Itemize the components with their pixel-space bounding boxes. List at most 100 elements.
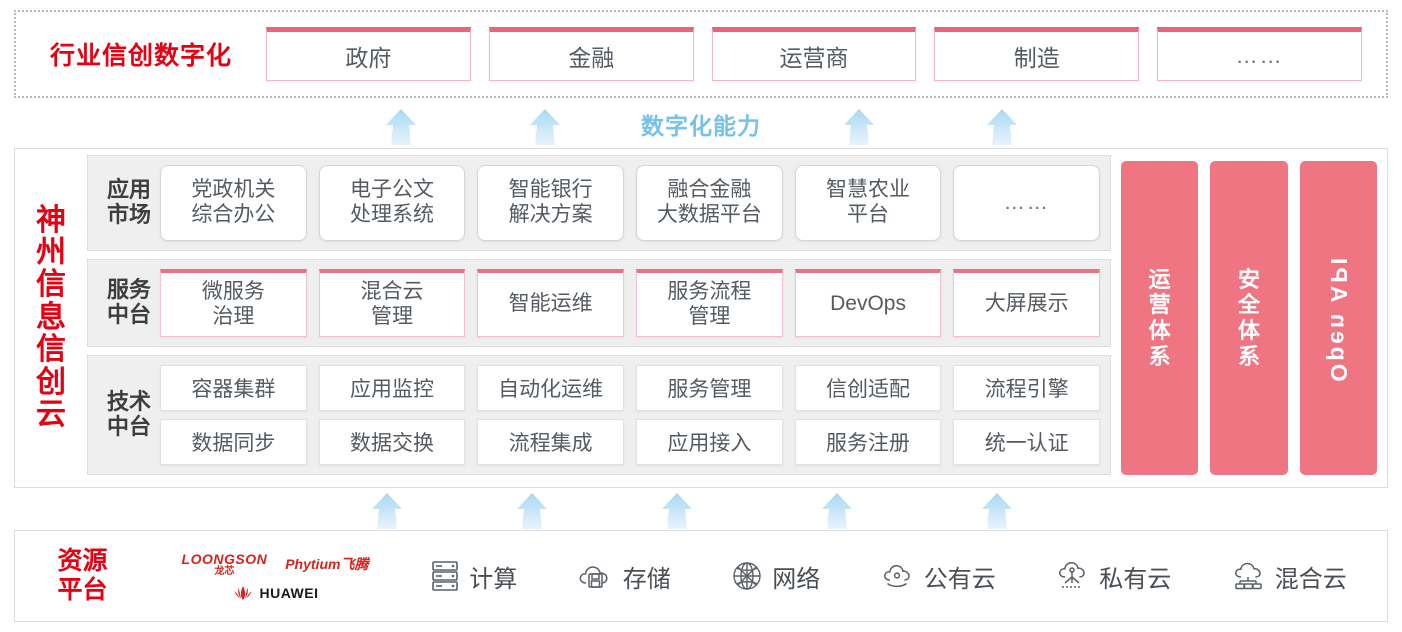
service-card-microservice-governance[interactable]: 微服务治理 [160,269,307,337]
resource-item-network[interactable]: 网络 [731,559,820,594]
up-arrow-icon [522,108,568,146]
resource-item-compute[interactable]: 计算 [430,559,517,594]
pillar-label: 安 全 体 系 [1238,267,1260,369]
server-rack-icon [430,559,460,593]
app-card-finance-bigdata[interactable]: 融合金融大数据平台 [636,165,783,241]
card-line: 大数据平台 [656,203,762,226]
public-cloud-icon [881,562,915,590]
industry-tab-government[interactable]: 政府 [266,27,471,81]
tech-card-automated-ops[interactable]: 自动化运维 [477,365,625,411]
resource-item-label: 计算 [469,565,518,593]
pillar-open-api[interactable]: Open API [1299,161,1377,475]
loongson-logo: LOONGSON 龙芯 [182,552,268,577]
pillar-label: 运 营 体 系 [1149,267,1171,369]
tech-card-data-exchange[interactable]: 数据交换 [318,419,466,465]
pillar-security-system[interactable]: 安 全 体 系 [1210,161,1288,475]
band-app-market: 应用 市场 党政机关综合办公 电子公文处理系统 智能银行解决方案 [87,155,1111,251]
app-card-smart-bank[interactable]: 智能银行解决方案 [477,165,625,241]
band-label-service-platform: 服务 中台 [98,278,160,327]
app-card-government-office[interactable]: 党政机关综合办公 [160,165,307,241]
cloud-title-char: 云 [36,397,66,431]
cloud-storage-icon [578,561,614,591]
resource-item-hybrid-cloud[interactable]: 混合云 [1232,559,1347,594]
cloud-title-char: 息 [36,300,66,334]
band-label-line: 应用 [106,177,151,203]
resource-item-public-cloud[interactable]: 公有云 [881,559,996,594]
app-card-smart-agriculture[interactable]: 智慧农业平台 [794,165,942,241]
service-card-hybrid-cloud-mgmt[interactable]: 混合云管理 [318,269,466,337]
pillar-char: 安 [1237,266,1260,292]
band-label-line: 技术 [106,389,151,415]
huawei-logo: HUAWEI [232,585,319,601]
resource-item-label: 公有云 [923,565,996,593]
cloud-title-char: 创 [36,365,66,399]
service-card-dashboard[interactable]: 大屏展示 [953,269,1101,337]
pillar-char: 体 [1148,318,1171,343]
industry-tab-manufacturing[interactable]: 制造 [934,27,1140,81]
up-arrow-icon [378,108,424,146]
private-cloud-icon [1056,561,1090,591]
card-line: 管理 [688,304,731,328]
band-label-tech-platform: 技术 中台 [98,390,160,439]
pillar-label: Open API [1325,254,1352,382]
tech-card-container-cluster[interactable]: 容器集群 [160,365,307,411]
industry-tab-finance[interactable]: 金融 [488,27,694,81]
side-pillars: 运 营 体 系 安 全 体 系 Open API [1119,155,1377,481]
cloud-platform-box: 神 州 信 息 信 创 云 应用 市场 党政机关综合办公 [14,148,1388,488]
card-line: 解决方案 [508,203,593,226]
card-line: 智能银行 [508,178,593,202]
up-arrow-icon [364,492,410,530]
cloud-title-char: 信 [36,268,66,302]
tech-card-process-integration[interactable]: 流程集成 [477,419,625,465]
tech-card-app-access[interactable]: 应用接入 [636,419,783,465]
industry-title: 行业信创数字化 [49,42,232,70]
tech-card-service-mgmt[interactable]: 服务管理 [636,365,783,411]
up-arrow-icon [836,108,882,146]
service-card-smart-ops[interactable]: 智能运维 [477,269,625,337]
tech-card-data-sync[interactable]: 数据同步 [160,419,307,465]
industry-tab-more[interactable]: …… [1157,27,1362,81]
industry-tab-list: 政府 金融 运营商 制造 …… [266,27,1386,81]
up-arrow-icon [654,492,700,530]
card-line: 综合办公 [191,203,276,226]
resource-uplink-band [14,488,1388,530]
resource-item-storage[interactable]: 存储 [578,559,671,594]
card-line: 管理 [371,304,413,328]
cloud-title-char: 信 [36,333,66,367]
service-card-process-mgmt[interactable]: 服务流程管理 [636,269,783,337]
band-label-app-market: 应用 市场 [98,178,160,227]
app-market-card-list: 党政机关综合办公 电子公文处理系统 智能银行解决方案 融合金融大数据平台 智慧农 [160,165,1101,241]
tech-card-xinchuang-adapt[interactable]: 信创适配 [794,365,942,411]
resource-item-label: 私有云 [1099,565,1172,593]
cloud-bands: 应用 市场 党政机关综合办公 电子公文处理系统 智能银行解决方案 [87,155,1111,481]
tech-card-service-registry[interactable]: 服务注册 [794,419,942,465]
card-line: 融合金融 [667,178,752,202]
tech-card-unified-auth[interactable]: 统一认证 [953,419,1101,465]
band-label-line: 服务 [106,277,151,303]
card-line: 混合云 [360,279,424,303]
pillar-char: 体 [1237,318,1260,343]
resource-platform-title: 资源 平台 [15,547,150,605]
digital-capability-label: 数字化能力 [641,113,761,139]
app-card-edoc-system[interactable]: 电子公文处理系统 [318,165,466,241]
pillar-char: 系 [1237,343,1260,369]
resource-item-private-cloud[interactable]: 私有云 [1056,559,1171,594]
card-line: 服务流程 [667,279,752,303]
vendor-logo-row: HUAWEI [232,585,319,601]
pillar-operations-system[interactable]: 运 营 体 系 [1121,161,1199,475]
tech-card-process-engine[interactable]: 流程引擎 [953,365,1101,411]
resource-item-label: 存储 [622,565,671,593]
card-line: 党政机关 [191,178,276,202]
cloud-title-char: 州 [36,236,66,270]
up-arrow-icon [974,492,1020,530]
resource-item-label: 网络 [772,565,821,593]
card-line: 平台 [847,203,890,226]
vendor-logo-group: LOONGSON 龙芯 Phytium飞腾 [150,552,400,601]
cloud-title-char: 神 [36,203,66,237]
app-card-more[interactable]: …… [953,165,1101,241]
service-card-devops[interactable]: DevOps [794,269,942,337]
tech-card-app-monitoring[interactable]: 应用监控 [318,365,466,411]
vendor-logo-row: LOONGSON 龙芯 Phytium飞腾 [182,552,369,577]
industry-tab-operator[interactable]: 运营商 [711,27,917,81]
